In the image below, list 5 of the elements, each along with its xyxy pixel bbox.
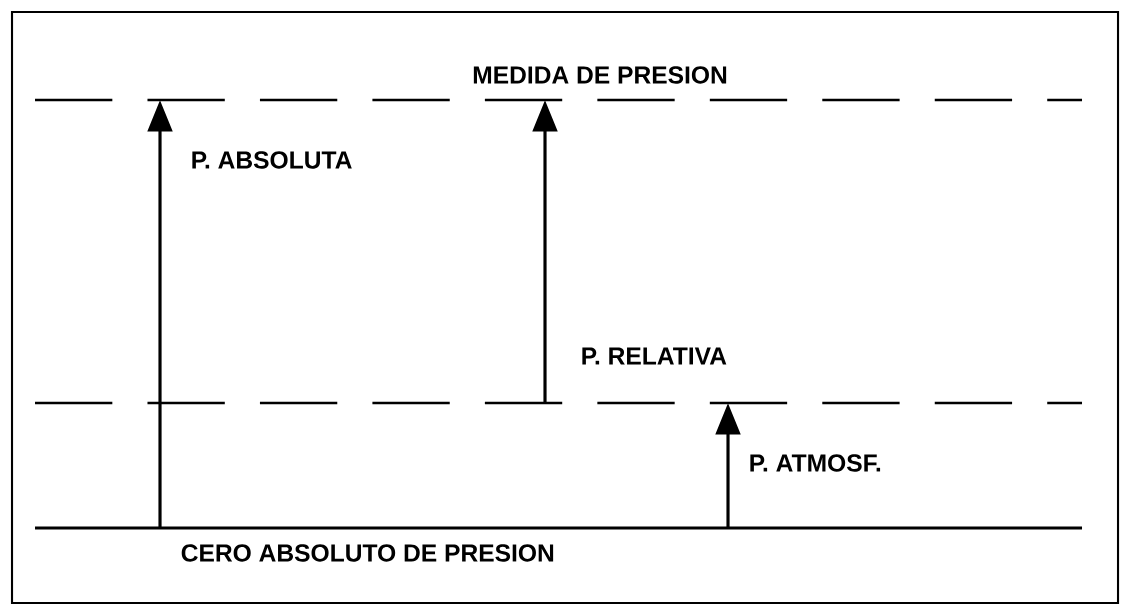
level-label: P. ABSOLUTA [192,151,352,169]
level-label: MEDIDA DE PRESION [473,66,727,84]
level-label: P. ATMOSF. [750,454,881,472]
level-label: P. RELATIVA [582,347,727,365]
level-label: CERO ABSOLUTO DE PRESION [181,544,554,562]
